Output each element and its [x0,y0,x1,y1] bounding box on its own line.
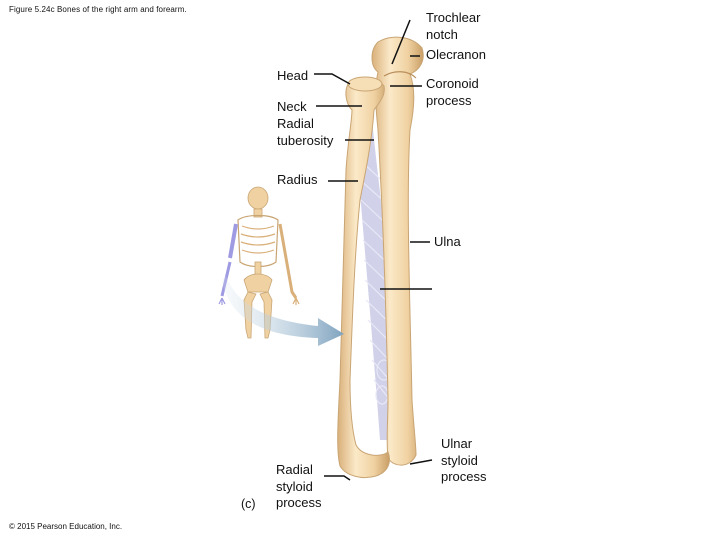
label-olecranon: Olecranon [426,47,486,62]
radius-bone [337,76,390,479]
label-ulna: Ulna [434,234,461,249]
label-radial-styloid-process: Radial styloid process [276,462,322,510]
ulna-bone [371,36,424,466]
copyright-notice: © 2015 Pearson Education, Inc. [9,522,123,531]
label-neck: Neck [277,99,307,114]
leader-lines [314,19,433,481]
figure-caption: Figure 5.24c Bones of the right arm and … [9,5,187,14]
label-ulnar-styloid-process: Ulnar styloid process [441,436,487,484]
label-head: Head [277,68,309,83]
label-coronoid-process: Coronoid process [426,76,479,108]
zoom-arrow [222,276,344,346]
label-radius: Radius [277,172,318,187]
panel-label: (c) [241,497,256,511]
label-radial-tuberosity: Radial tuberosity [277,116,334,148]
label-trochlear-notch: Trochlear notch [426,10,481,42]
